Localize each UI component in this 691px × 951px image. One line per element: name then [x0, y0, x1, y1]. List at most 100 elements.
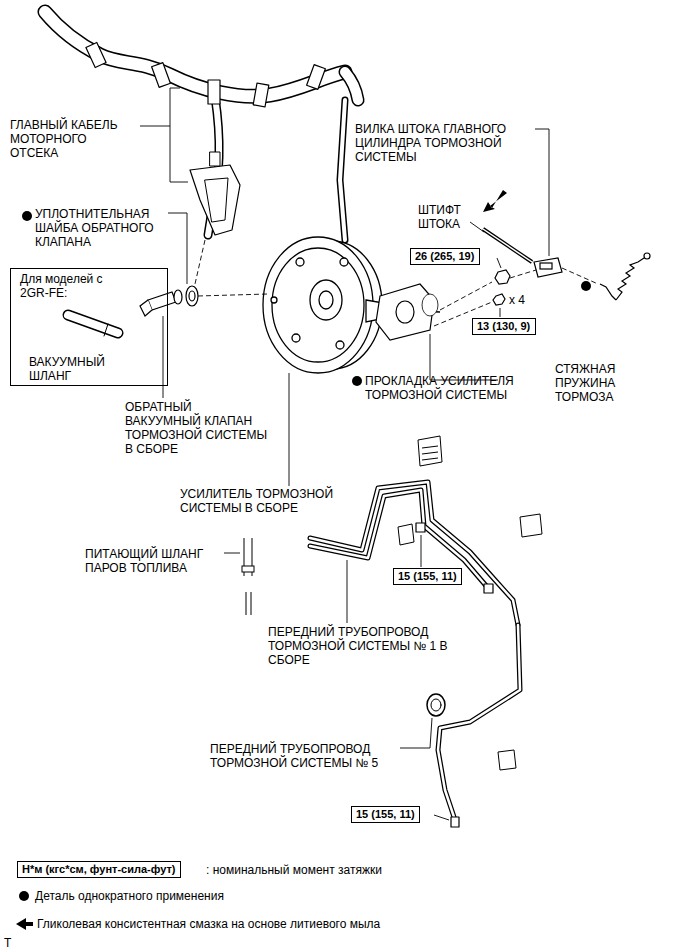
check-valve — [140, 286, 198, 316]
node-heading: 13 (130, 9) — [477, 320, 530, 333]
leader-line — [500, 308, 501, 317]
booster-parts — [376, 229, 562, 340]
brake-booster — [271, 297, 277, 303]
wire-harness — [340, 100, 345, 240]
tube-clamp — [398, 436, 542, 770]
legend-bullet — [19, 891, 29, 901]
legend-arrow — [16, 918, 33, 930]
brake-booster — [340, 258, 348, 266]
one-time-use-bullet — [22, 211, 591, 386]
vacuum-hose — [68, 315, 118, 333]
node-heading: 15 (155, 11) — [398, 570, 457, 583]
legend-text: Деталь однократного применения — [35, 889, 224, 903]
fuel-vapor-hose — [251, 592, 252, 615]
variant-box: Для моделей с 2GR-FE:ВАКУУМНЫЙ ШЛАНГ — [10, 268, 168, 386]
brake-tube — [310, 482, 520, 827]
brake-booster — [263, 237, 373, 373]
legend-text: : номинальный момент затяжки — [206, 863, 382, 877]
part-name: ПРОКЛАДКА УСИЛИТЕЛЯ ТОРМОЗНОЙ СИСТЕМЫ — [365, 374, 514, 402]
figure-mark: T — [4, 936, 11, 950]
wire-harness — [345, 72, 358, 100]
part-name: ВИЛКА ШТОКА ГЛАВНОГО ЦИЛИНДРА ТОРМОЗНОЙ … — [355, 122, 506, 164]
one-time-use-bullet — [581, 281, 591, 291]
wire-harness — [152, 63, 171, 88]
wire-harness — [86, 42, 106, 67]
fuel-vapor-hose — [242, 538, 254, 615]
quantity-note: x 4 — [509, 293, 525, 307]
vacuum-hose — [104, 324, 108, 336]
leader-line — [535, 129, 549, 256]
brake-booster — [272, 248, 364, 362]
brake-booster — [292, 334, 300, 342]
brake-tube — [451, 817, 459, 827]
assembly-line — [562, 268, 598, 284]
vacuum-hose — [68, 315, 118, 336]
legend-text: Гликолевая консистентная смазка на основ… — [37, 917, 380, 931]
brake-booster — [336, 341, 344, 349]
wire-harness — [307, 65, 326, 90]
leader-line — [470, 222, 484, 232]
node-heading: Н*м (кгс*см, фунт-сила-фут) — [22, 863, 176, 876]
brake-tube — [310, 490, 488, 588]
check-valve — [189, 291, 195, 301]
assembly-line — [440, 282, 492, 310]
leader-line — [434, 815, 449, 820]
fuel-vapor-hose — [246, 592, 247, 615]
tube-clamp — [498, 750, 516, 770]
leader-line — [140, 88, 549, 820]
booster-parts — [483, 229, 532, 262]
part-name: УСИЛИТЕЛЬ ТОРМОЗНОЙ СИСТЕМЫ В СБОРЕ — [180, 487, 333, 515]
part-name: ОБРАТНЫЙ ВАКУУМНЫЙ КЛАПАН ТОРМОЗНОЙ СИСТ… — [125, 400, 267, 456]
torque-box: 13 (130, 9) — [472, 318, 536, 335]
check-valve — [174, 290, 182, 304]
tube-clamp — [422, 446, 438, 460]
tube-clamp — [520, 514, 542, 537]
check-valve — [186, 286, 198, 306]
tube-clamp — [418, 436, 442, 466]
tube-clamp — [398, 524, 414, 545]
brake-tube — [427, 694, 445, 716]
wire-harness — [190, 165, 240, 235]
leader-line — [430, 334, 498, 380]
torque-box: 15 (155, 11) — [393, 568, 462, 585]
wire-harness — [210, 152, 220, 166]
leader-line — [224, 553, 240, 554]
part-name: УПЛОТНИТЕЛЬНАЯ ШАЙБА ОБРАТНОГО КЛАПАНА — [35, 207, 154, 249]
wire-harness — [345, 72, 358, 100]
leader-line — [168, 213, 187, 284]
assembly-line — [198, 294, 268, 296]
leader-line — [400, 718, 432, 748]
leader-line — [347, 560, 348, 623]
leader-line — [421, 535, 422, 567]
brake-tube — [310, 482, 518, 625]
part-name: ПИТАЮЩИЙ ШЛАНГ ПАРОВ ТОПЛИВА — [85, 547, 203, 575]
node-heading: Для моделей с 2GR-FE: — [20, 272, 103, 300]
wire-harness — [205, 178, 228, 222]
return-spring — [600, 284, 616, 300]
part-name: ПЕРЕДНИЙ ТРУБОПРОВОД ТОРМОЗНОЙ СИСТЕМЫ №… — [268, 625, 448, 667]
part-name: СТЯЖНАЯ ПРУЖИНА ТОРМОЗА — [555, 362, 615, 404]
wire-harness — [340, 100, 345, 240]
node-heading: 15 (155, 11) — [356, 808, 415, 821]
return-spring — [600, 253, 650, 300]
fuel-vapor-hose — [242, 566, 254, 572]
part-name: ШТИФТ ШТОКА — [418, 203, 461, 231]
leader-line — [497, 258, 501, 268]
brake-booster — [296, 258, 304, 266]
booster-parts — [495, 270, 510, 284]
torque-box: 26 (265, 19) — [410, 248, 480, 265]
assembly-line — [510, 270, 536, 278]
booster-parts — [422, 294, 438, 316]
booster-parts — [483, 229, 532, 262]
one-time-use-bullet — [22, 211, 32, 221]
legend-torque-box: Н*м (кгс*см, фунт-сила-фут) — [17, 861, 181, 878]
one-time-use-bullet — [352, 376, 362, 386]
wire-harness — [45, 12, 345, 96]
brake-tube — [310, 482, 518, 625]
leader-line — [140, 88, 188, 182]
brake-tube — [431, 699, 441, 711]
vacuum-hose — [68, 315, 118, 333]
brake-booster — [310, 280, 342, 320]
